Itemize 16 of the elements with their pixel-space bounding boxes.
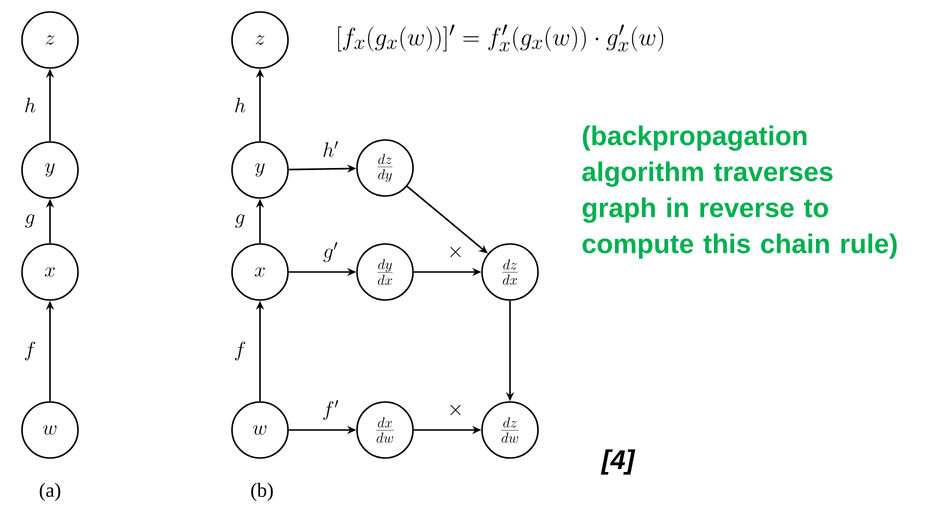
edge-label: $h$ xyxy=(25,98,36,112)
edge-label: $f$ xyxy=(234,342,246,360)
edge-label: $g$ xyxy=(25,214,34,228)
edge-label: $h$ xyxy=(235,98,246,112)
citation: [4] xyxy=(600,449,636,475)
edge-label: $\times$ xyxy=(450,405,460,415)
formula: $[f_x(g_x(w))]' = f'_x(g_x(w)) \cdot g'_x(w)$ xyxy=(338,24,664,52)
edge-label: $\times$ xyxy=(450,247,460,257)
panel-label: (b) xyxy=(251,482,273,502)
panel-label: (a) xyxy=(40,482,60,502)
edge-label: $f'$ xyxy=(323,400,338,420)
note: (backpropagation algorithm traverses graph in reverse to compute this chain rule) xyxy=(582,126,897,259)
edge-label: $g$ xyxy=(235,214,244,228)
edge-label: $f$ xyxy=(24,342,36,360)
edge-label: $h'$ xyxy=(324,141,338,157)
edge-label: $g'$ xyxy=(323,242,338,262)
